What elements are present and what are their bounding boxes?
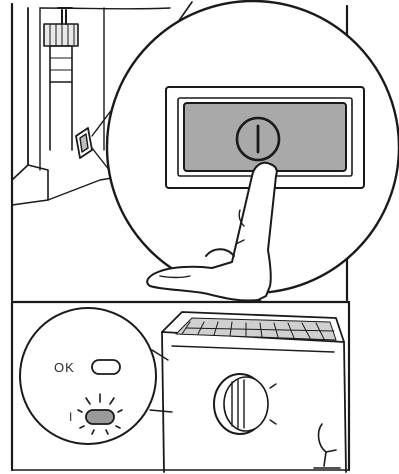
power-switch-small: [76, 128, 92, 158]
coffee-machine-icon: [162, 312, 346, 472]
water-filter: [44, 8, 78, 150]
magnifier-callout: [107, 1, 399, 302]
on-mark-label: I: [69, 410, 72, 424]
bottom-panel: [12, 302, 349, 472]
indicator-callout: [20, 308, 172, 444]
ok-lamp-icon: [92, 360, 120, 374]
ok-label: OK: [54, 360, 75, 375]
indicator-lamp-icon: [86, 410, 114, 424]
